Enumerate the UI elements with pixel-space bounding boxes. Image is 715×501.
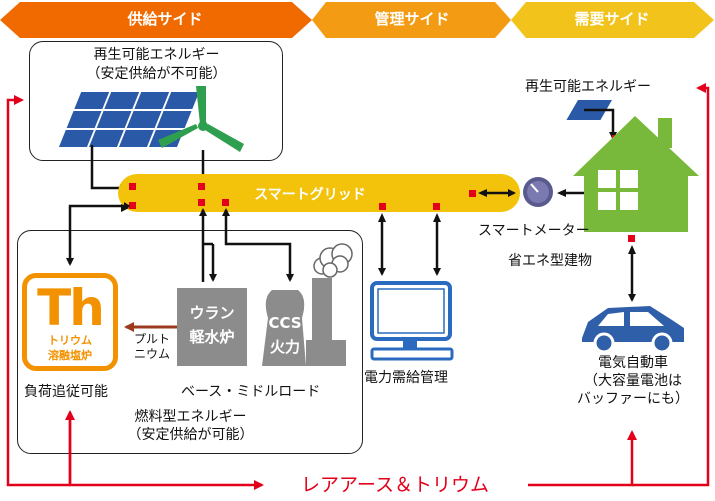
eco-building-label: 省エネ型建物 (508, 253, 592, 269)
smart-grid-bar (118, 174, 520, 212)
solar-panel-icon (56, 90, 204, 148)
banner-demand-label: 需要サイド (574, 10, 650, 28)
computer-monitor-icon (370, 281, 454, 361)
plutonium-label-line1: プルト (134, 332, 171, 346)
banner-arrows (0, 2, 714, 38)
thorium-line1: トリウム (48, 334, 92, 347)
uranium-plant-line1: ウラン (189, 304, 235, 322)
demand-management-label: 電力需給管理 (364, 370, 448, 386)
banner-supply-label: 供給サイド (127, 10, 203, 28)
fuel-box-title: 燃料型エネルギー (134, 409, 247, 425)
plutonium-label-line2: ニウム (134, 347, 171, 361)
renewable-box-subtitle: （安定供給が不可能） (86, 66, 227, 82)
base-middle-load-label: ベース・ミドルロード (181, 384, 321, 400)
thorium-line2: 溶融塩炉 (48, 349, 92, 362)
fuel-box-subtitle: （安定供給が可能） (127, 427, 254, 443)
renewable-box-title: 再生可能エネルギー (93, 47, 220, 63)
uranium-plant-line2: 軽水炉 (189, 328, 235, 346)
rare-earth-thorium-label: レアアース＆トリウム (265, 470, 525, 497)
wind-turbine-icon (158, 86, 244, 152)
electric-car-icon (582, 306, 684, 354)
banner-management-label: 管理サイド (374, 10, 450, 28)
nuclear-plant-icon (177, 288, 247, 366)
ccs-plant-line2: 火力 (269, 338, 300, 356)
thorium-symbol: Th (37, 279, 105, 337)
smart-meter-icon (523, 177, 553, 207)
ev-line1: 電気自動車 (598, 355, 668, 371)
load-following-label: 負荷追従可能 (24, 384, 108, 400)
thermal-plant-icon (262, 243, 353, 366)
house-icon (573, 116, 699, 232)
home-renewable-label: 再生可能エネルギー (525, 79, 651, 95)
banner-supply (0, 2, 312, 38)
ev-line3: バッファーにも） (577, 391, 689, 407)
ccs-plant-line1: CCS (268, 314, 302, 332)
banner-demand (511, 2, 714, 38)
ev-line2: （大容量電池は (584, 373, 682, 389)
smart-meter-label: スマートメーター (478, 223, 590, 239)
banner-management (312, 2, 511, 38)
smart-grid-label: スマートグリッド (254, 187, 366, 203)
thorium-reactor-box: Th トリウム 溶融塩炉 (22, 273, 118, 371)
